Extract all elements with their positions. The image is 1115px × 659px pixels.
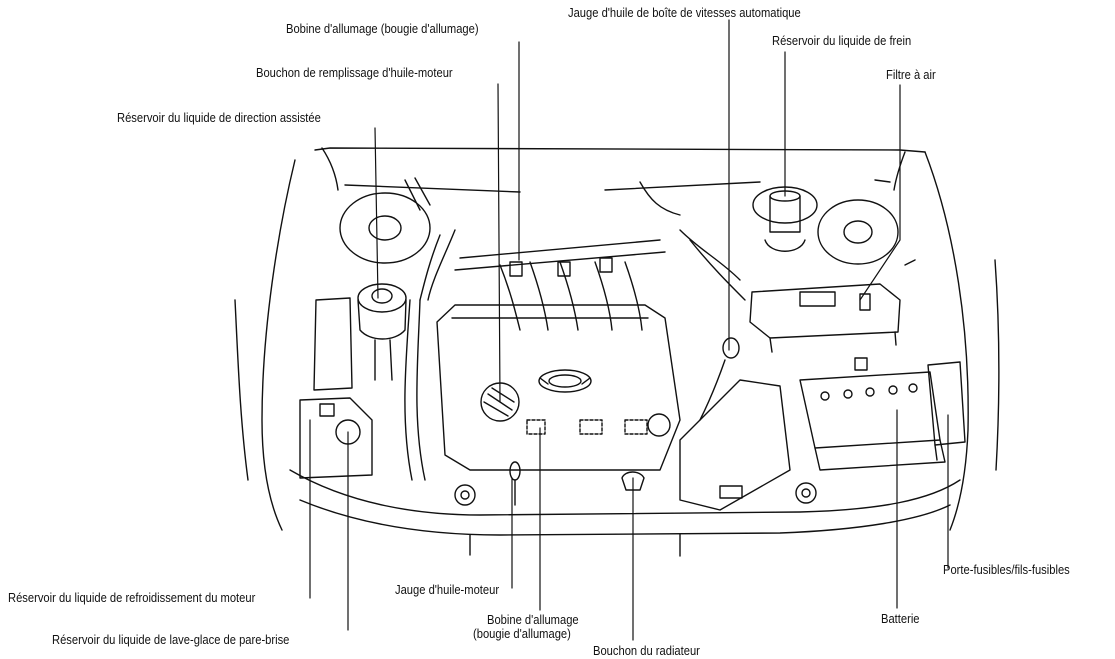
- radiator-cap-part: [621, 471, 645, 491]
- label-radiator-cap: Bouchon du radiateur: [593, 643, 700, 658]
- fender-outline: [234, 147, 1000, 531]
- battery: [799, 357, 946, 471]
- label-ignition-coil-top: Bobine d'allumage (bougie d'allumage): [286, 21, 479, 36]
- brake-reservoir: [752, 186, 818, 252]
- label-ignition-coil-bottom-line2: (bougie d'allumage): [473, 626, 571, 641]
- label-fuse-holder: Porte-fusibles/fils-fusibles: [943, 562, 1070, 577]
- air-filter-housing: [749, 283, 901, 353]
- label-oil-dipstick: Jauge d'huile-moteur: [395, 582, 500, 597]
- label-power-steering-reservoir: Réservoir du liquide de direction assist…: [117, 110, 321, 125]
- hoses-left: [344, 177, 521, 481]
- label-oil-filler-cap: Bouchon de remplissage d'huile-moteur: [256, 65, 453, 80]
- fuse-holder-box: [927, 361, 966, 461]
- at-dipstick-handle: [699, 337, 740, 421]
- coolant-washer-reservoirs: [299, 297, 373, 479]
- front-support: [289, 469, 961, 557]
- intake-manifold: [454, 239, 666, 331]
- engine-cover: [436, 304, 681, 471]
- label-air-filter: Filtre à air: [886, 67, 936, 82]
- oil-dipstick-handle: [509, 461, 521, 506]
- label-ignition-coil-bottom-line1: Bobine d'allumage: [487, 612, 579, 627]
- leader-lines: [309, 19, 949, 641]
- label-at-dipstick: Jauge d'huile de boîte de vitesses autom…: [568, 5, 801, 20]
- label-coolant-reservoir: Réservoir du liquide de refroidissement …: [8, 590, 256, 605]
- center-shroud: [679, 379, 791, 511]
- power-steering-reservoir: [357, 283, 407, 381]
- label-washer-reservoir: Réservoir du liquide de lave-glace de pa…: [52, 632, 290, 647]
- strut-towers: [339, 192, 899, 265]
- label-battery: Batterie: [881, 611, 920, 626]
- label-brake-reservoir: Réservoir du liquide de frein: [772, 33, 912, 48]
- wiring-right: [604, 179, 916, 301]
